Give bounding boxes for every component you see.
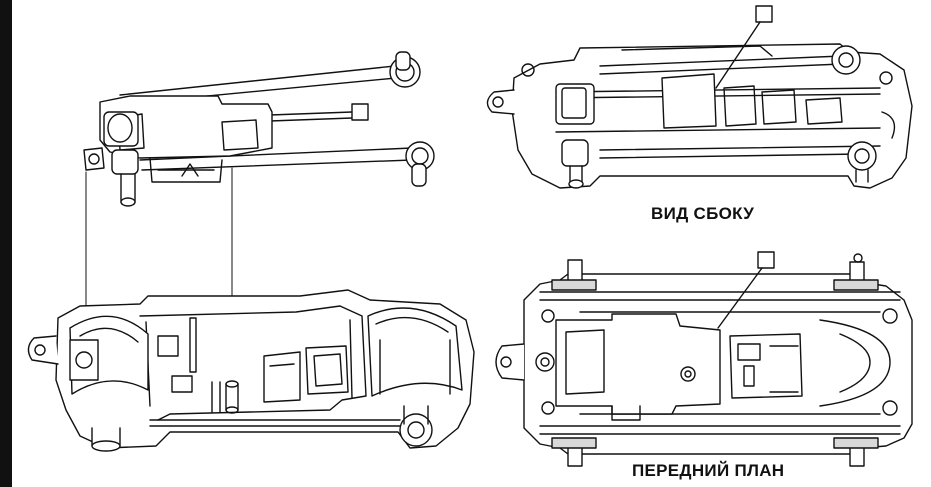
side-view-drawing bbox=[486, 5, 913, 189]
exploded-axle-assembly bbox=[83, 51, 435, 207]
chassis-isometric bbox=[27, 289, 475, 452]
front-view-caption: ПЕРЕДНИЙ ПЛАН bbox=[632, 461, 785, 480]
left-border-bar bbox=[0, 0, 12, 487]
front-view-drawing bbox=[495, 251, 913, 467]
side-view-caption: ВИД СБОКУ bbox=[651, 204, 755, 223]
